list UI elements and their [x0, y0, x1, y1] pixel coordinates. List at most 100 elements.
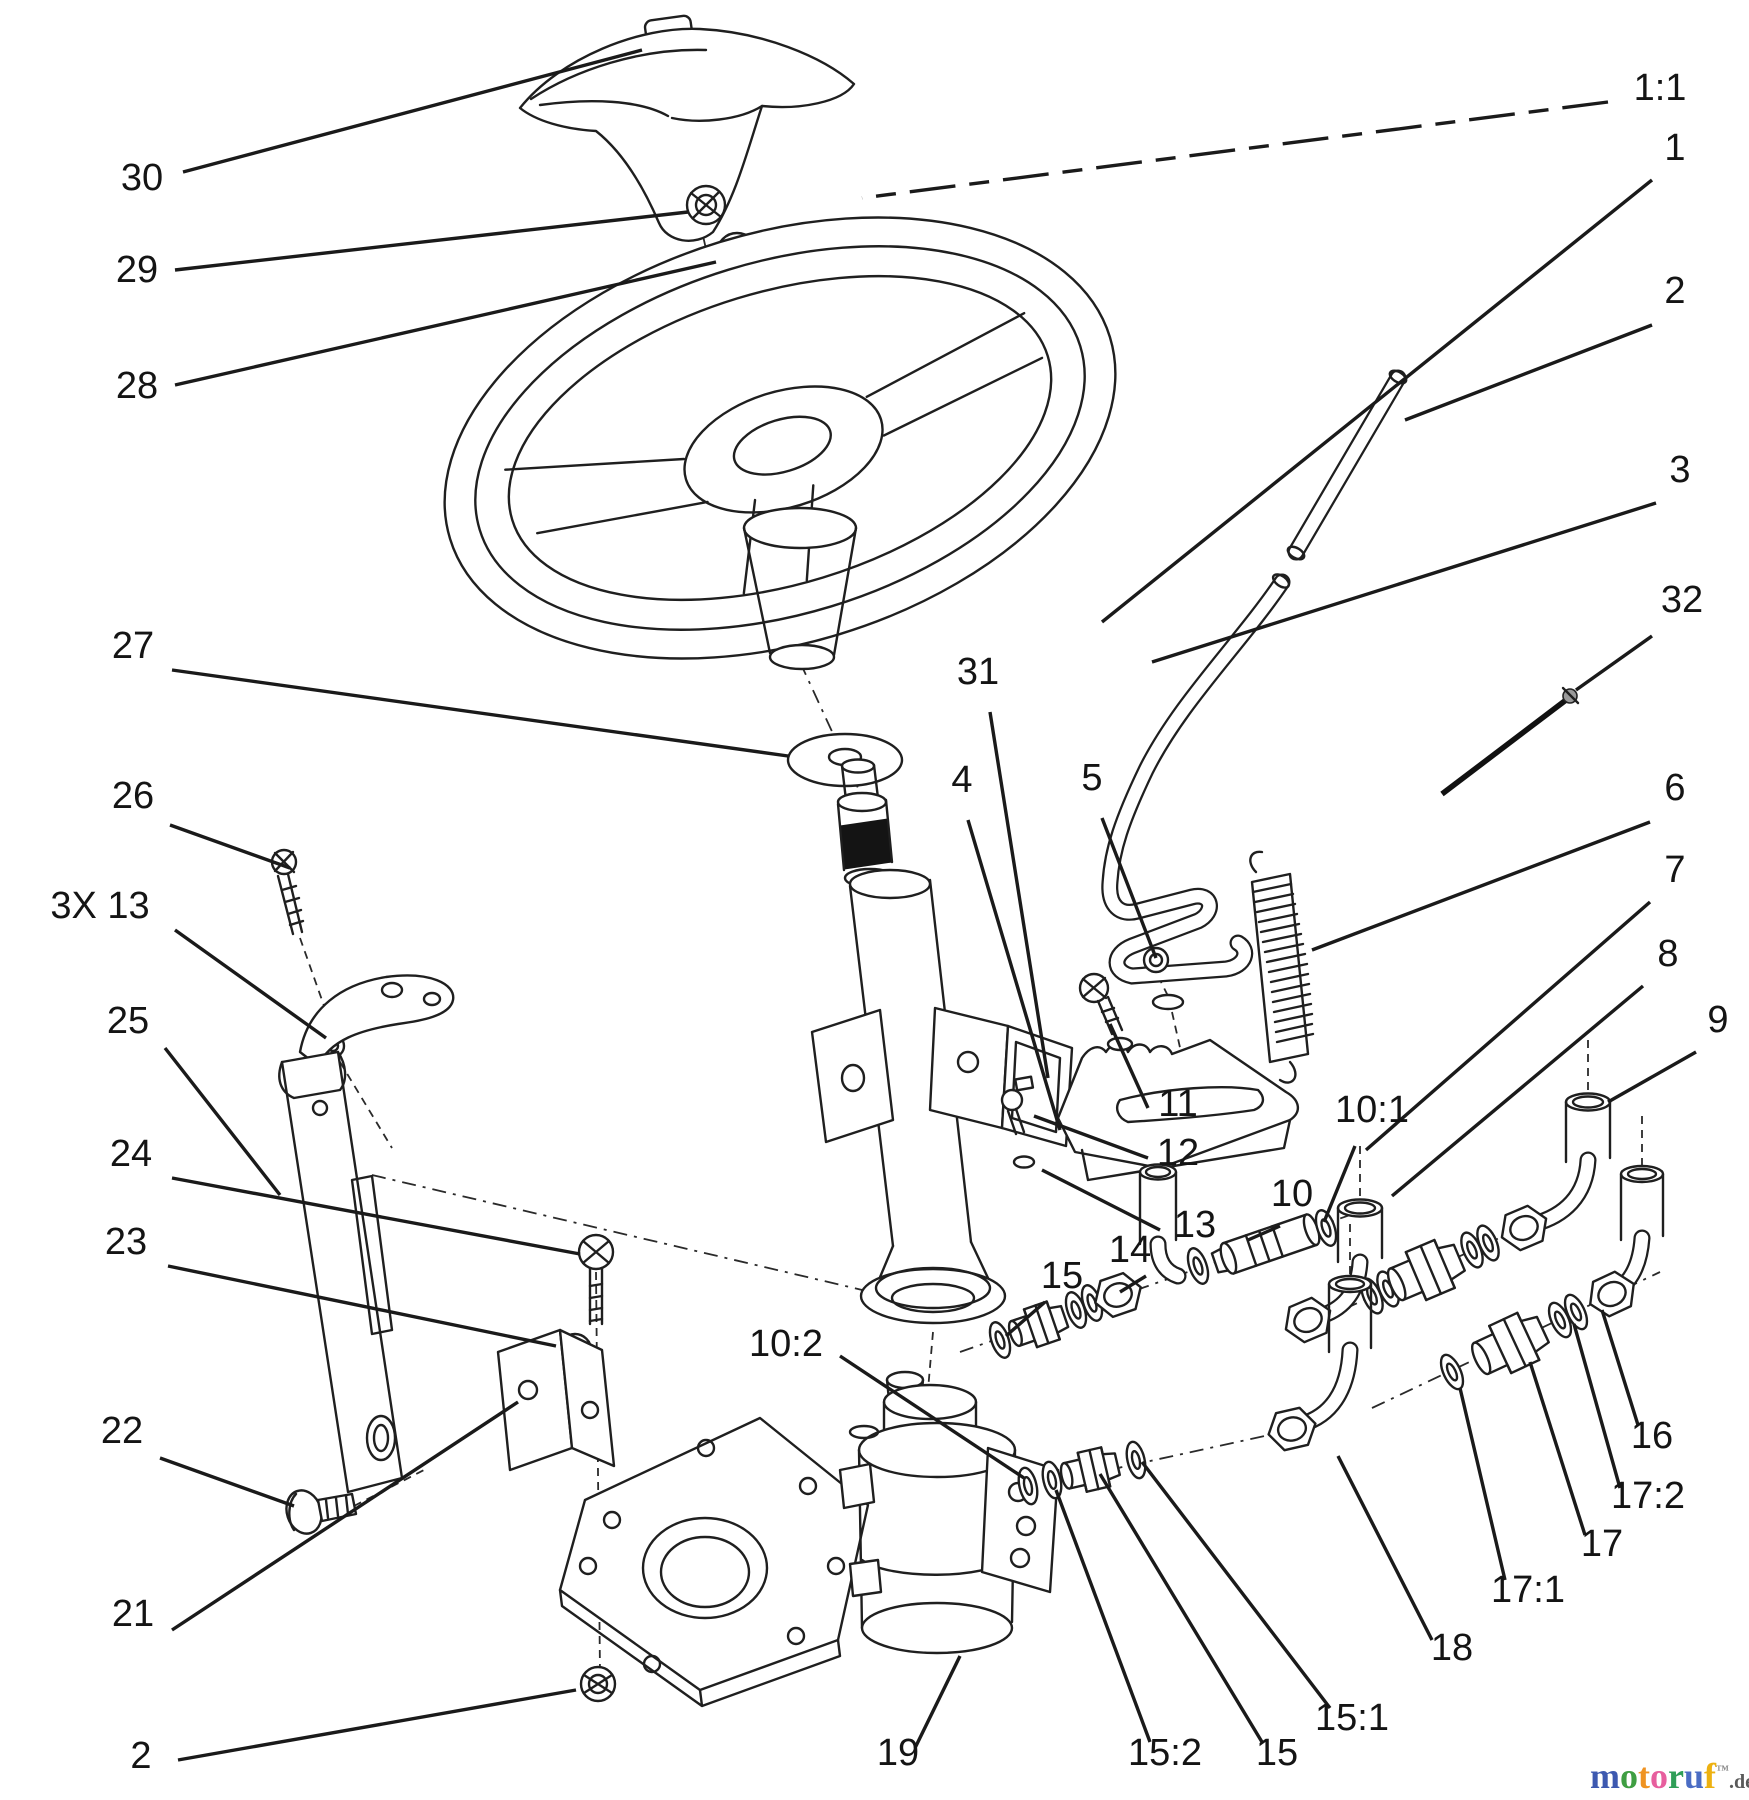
part-label-24: 24	[110, 1133, 152, 1175]
part-label-6: 6	[1664, 767, 1685, 809]
carriage-bolt-11	[1078, 972, 1134, 1052]
wheel-hub-cone	[742, 506, 858, 671]
part-label-2: 2	[130, 1735, 151, 1777]
callout-leader-10:2	[839, 1354, 1025, 1480]
part-label-26: 26	[112, 775, 154, 817]
part-label-3X 13: 3X 13	[50, 885, 149, 927]
part-label-30: 30	[121, 157, 163, 199]
callout-leader-25	[163, 1046, 282, 1197]
part-label-16: 16	[1631, 1415, 1673, 1457]
handle-tube	[1286, 369, 1408, 561]
callout-leader-3X 13	[174, 928, 327, 1040]
callout-leader-18	[1336, 1455, 1434, 1641]
callout-leader-4	[966, 819, 1062, 1131]
callout-leader-8	[1390, 984, 1645, 1198]
callout-leader-5	[1100, 817, 1158, 959]
callout-leader-10	[1247, 1224, 1281, 1242]
callout-leader-24	[171, 1176, 581, 1256]
part-label-17: 17	[1581, 1523, 1623, 1565]
callout-leader-12	[1033, 1114, 1149, 1160]
part-label-18: 18	[1431, 1627, 1473, 1669]
hydraulic-fitting-chain-upper	[984, 1206, 1342, 1362]
part-label-2: 2	[1664, 270, 1685, 312]
part-label-17:1: 17:1	[1491, 1569, 1565, 1611]
callout-leader-22	[159, 1456, 295, 1508]
callout-leader-13	[1041, 1168, 1161, 1232]
part-label-4: 4	[951, 759, 972, 801]
callout-leader-28	[174, 260, 717, 387]
hydraulic-fitting-chain-17	[1435, 1290, 1593, 1394]
mounting-plate	[558, 1416, 870, 1708]
column-gear-dashline	[927, 1331, 934, 1391]
hex-bolt-24	[577, 1233, 615, 1326]
callout-leader-14	[1119, 1274, 1147, 1294]
washer-13	[1012, 1155, 1036, 1169]
bolt-axis-dashline	[595, 1271, 601, 1675]
callout-leader-2	[1404, 323, 1653, 422]
hydraulic-fitting-chain-right	[1355, 1221, 1505, 1318]
callout-leader-10:1	[1322, 1145, 1357, 1223]
part-label-1:1: 1:1	[1634, 67, 1687, 109]
part-label-31: 31	[957, 651, 999, 693]
callout-leader-15:2	[1054, 1489, 1152, 1743]
callout-leader-15	[1004, 1300, 1047, 1338]
part-label-23: 23	[105, 1221, 147, 1263]
part-label-22: 22	[101, 1410, 143, 1452]
callout-leader-15:1	[1140, 1460, 1332, 1710]
part-label-10: 10	[1271, 1173, 1313, 1215]
column-mount-brackets	[810, 1006, 1074, 1148]
part-label-25: 25	[107, 1000, 149, 1042]
callout-leader-19	[913, 1655, 962, 1749]
callout-leader-29	[174, 210, 689, 272]
part-label-9: 9	[1707, 999, 1728, 1041]
power-steering-valve	[1210, 1213, 1321, 1275]
callout-leader-21	[171, 1400, 519, 1632]
part-label-11: 11	[1158, 1083, 1197, 1125]
callout-leader-32	[1575, 634, 1653, 692]
cotter-pin	[1440, 686, 1580, 797]
part-label-7: 7	[1664, 849, 1685, 891]
callout-leader-6	[1311, 820, 1651, 952]
control-handle	[1101, 573, 1291, 985]
callout-leader-30	[182, 48, 643, 174]
callout-leader-7	[1364, 900, 1652, 1152]
callout-leader-2	[177, 1688, 577, 1762]
hydraulic-elbow-fitting-right	[1581, 1164, 1665, 1323]
flange-nut-2	[579, 1665, 617, 1703]
part-label-17:2: 17:2	[1611, 1475, 1685, 1517]
support-nut-washer	[1142, 946, 1185, 1011]
cap-lock-nut	[685, 184, 727, 226]
callout-leader-15	[1098, 1473, 1264, 1743]
part-label-27: 27	[112, 625, 154, 667]
part-label-10:2: 10:2	[749, 1323, 823, 1365]
part-label-19: 19	[877, 1732, 919, 1774]
callout-leader-23	[167, 1264, 557, 1348]
callout-leader-27	[171, 668, 789, 758]
part-label-29: 29	[116, 249, 158, 291]
screw-12	[1000, 1088, 1026, 1136]
callout-leader-9	[1607, 1050, 1697, 1104]
hydraulic-elbow-fitting-9	[1493, 1092, 1612, 1257]
part-label-1: 1	[1664, 127, 1685, 169]
watermark-text: motoruf™.de	[1590, 1756, 1749, 1796]
knob-bolt-22	[285, 1489, 358, 1535]
part-label-13: 13	[1174, 1204, 1216, 1246]
part-label-10:1: 10:1	[1335, 1089, 1409, 1131]
callout-leader-17	[1528, 1361, 1587, 1536]
part-label-12: 12	[1157, 1132, 1199, 1174]
hydraulic-elbow-fitting-13	[1138, 1163, 1187, 1285]
extension-spring	[1249, 850, 1315, 1084]
part-label-21: 21	[112, 1593, 154, 1635]
callout-leader-11	[1108, 1023, 1150, 1109]
part-label-3: 3	[1669, 449, 1690, 491]
part-label-14: 14	[1109, 1229, 1151, 1271]
part-label-15: 15	[1041, 1255, 1083, 1297]
column-base-washer	[786, 732, 904, 788]
hydraulic-elbow-fitting-18	[1263, 1274, 1373, 1455]
callout-leader-26	[169, 823, 291, 870]
callout-leader-16	[1600, 1309, 1640, 1426]
steering-wheel	[443, 216, 1117, 660]
